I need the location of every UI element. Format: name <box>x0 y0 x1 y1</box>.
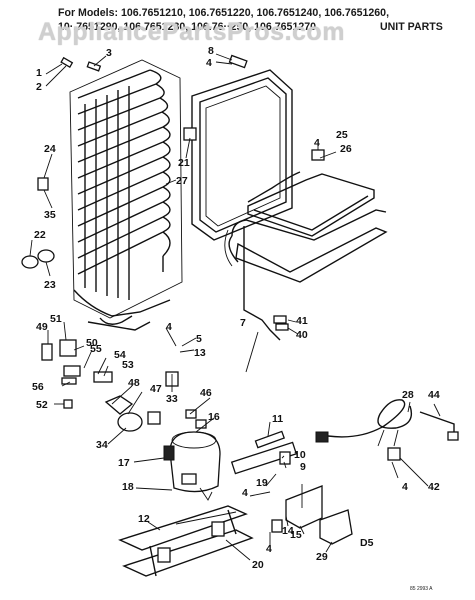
callout-20: 20 <box>252 559 264 571</box>
callout-17: 17 <box>118 457 130 469</box>
callout-26: 26 <box>340 143 352 155</box>
callout-53: 53 <box>122 359 134 371</box>
section-title: UNIT PARTS <box>380 21 443 33</box>
callout-18: 18 <box>122 481 134 493</box>
callout-22: 22 <box>34 229 46 241</box>
callout-3: 3 <box>106 47 112 59</box>
callout-4c: 4 <box>166 321 172 333</box>
callout-55: 55 <box>90 343 102 355</box>
callout-10: 10 <box>294 449 306 461</box>
compressor <box>163 431 221 501</box>
callout-19: 19 <box>256 477 268 489</box>
callout-24: 24 <box>44 143 56 155</box>
callout-50: 50 <box>86 337 98 349</box>
models-line-1: For Models: 106.7651210, 106.7651220, 10… <box>58 7 390 19</box>
callout-35: 35 <box>44 209 56 221</box>
callout-4f: 4 <box>402 481 408 493</box>
small-parts <box>21 54 325 432</box>
callout-16: 16 <box>208 411 220 423</box>
callout-23: 23 <box>44 279 56 291</box>
callout-9: 9 <box>300 461 306 473</box>
base-frame <box>118 505 254 577</box>
callout-27: 27 <box>176 175 188 187</box>
models-line-2: 10·.7651290, 106.7651230, 106.76··250, 1… <box>58 21 443 33</box>
callout-51: 51 <box>50 313 62 325</box>
relay-assembly <box>230 430 298 475</box>
callout-34: 34 <box>96 439 108 451</box>
callout-49: 49 <box>36 321 48 333</box>
callout-21: 21 <box>178 157 190 169</box>
models-header: For Models: 106.7651210, 106.7651220, 10… <box>58 6 470 34</box>
callout-52: 52 <box>36 399 48 411</box>
condenser-brackets <box>271 484 353 545</box>
callout-8: 8 <box>208 45 214 57</box>
callout-labels: 1 2 3 8 4 21 24 35 22 23 27 4 25 26 49 5… <box>32 45 440 592</box>
callout-46: 46 <box>200 387 212 399</box>
callout-1: 1 <box>36 67 42 79</box>
callout-4e: 4 <box>266 543 272 555</box>
callout-47: 47 <box>150 383 162 395</box>
callout-40: 40 <box>296 329 308 341</box>
callout-29: 29 <box>316 551 328 563</box>
shelf-assembly <box>224 171 388 341</box>
footnote: 85 2993 A <box>410 586 433 592</box>
callout-25: 25 <box>336 129 348 141</box>
callout-5: 5 <box>196 333 202 345</box>
callout-48: 48 <box>128 377 140 389</box>
door-frame <box>191 69 293 241</box>
callout-14: 14 <box>282 525 294 537</box>
callout-4: 4 <box>206 57 212 69</box>
evaporator-coil <box>69 59 183 331</box>
callout-4b: 4 <box>314 137 320 149</box>
callout-4d: 4 <box>242 487 248 499</box>
callout-12: 12 <box>138 513 150 525</box>
callout-11: 11 <box>272 413 283 425</box>
leader-lines <box>29 53 441 561</box>
watermark: AppliancePartsPros.com <box>38 18 345 46</box>
diagram-code: D5 <box>360 537 374 549</box>
callout-2: 2 <box>36 81 42 93</box>
callout-42: 42 <box>428 481 440 493</box>
callout-54: 54 <box>114 349 126 361</box>
callout-13: 13 <box>194 347 206 359</box>
callout-56: 56 <box>32 381 44 393</box>
callout-15: 15 <box>290 529 302 541</box>
callout-41: 41 <box>296 315 308 327</box>
callout-28: 28 <box>402 389 414 401</box>
callout-33: 33 <box>166 393 178 405</box>
callout-44: 44 <box>428 389 440 401</box>
power-cord <box>315 399 459 461</box>
callout-7: 7 <box>240 317 246 329</box>
